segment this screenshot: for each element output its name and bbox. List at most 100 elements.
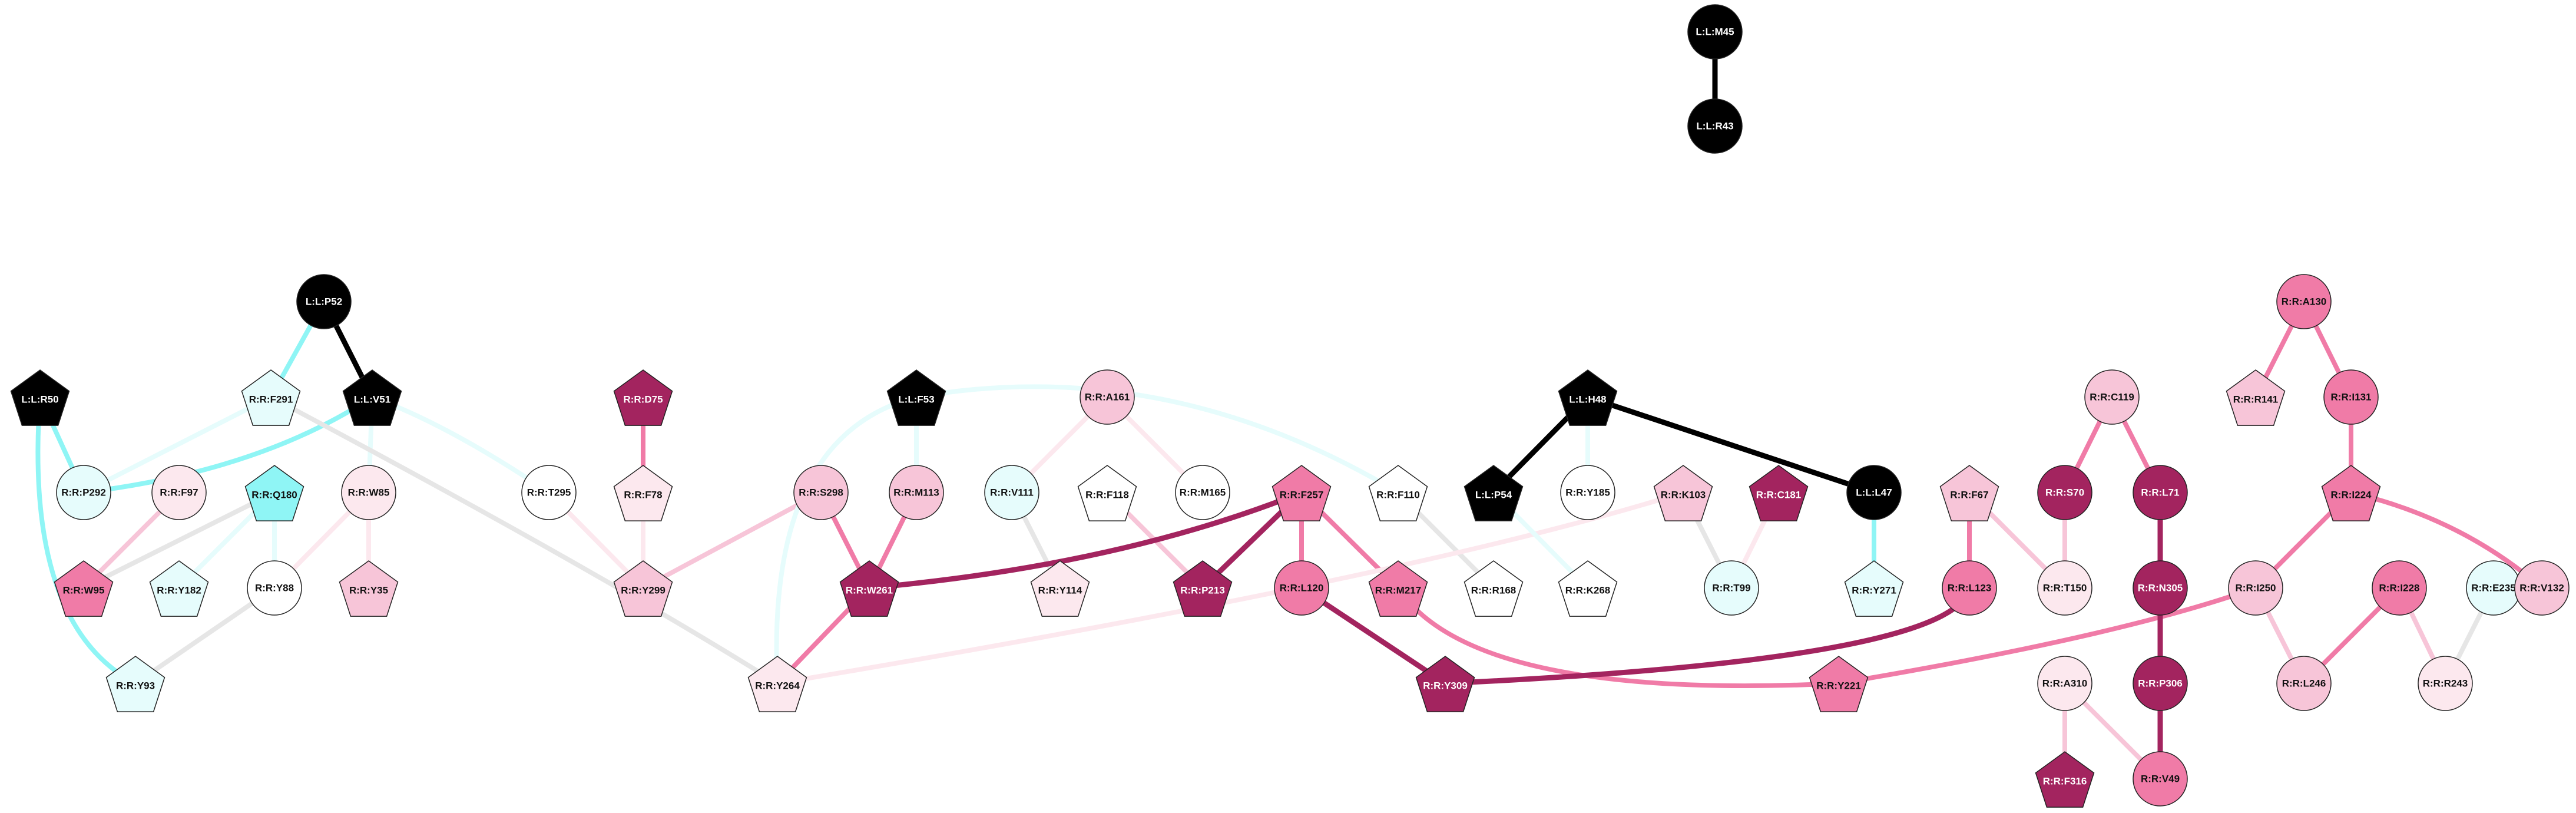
node-label: R:R:P292 (61, 487, 106, 498)
node-r-r-e235[interactable]: R:R:E235 (2466, 560, 2521, 616)
node-l-l-m45[interactable]: L:L:M45 (1687, 4, 1743, 60)
edge-r-r-l120-to-r-r-y309 (1299, 585, 1448, 686)
node-r-r-i228[interactable]: R:R:I228 (2372, 560, 2427, 616)
node-circle-shape (2372, 560, 2427, 616)
node-label: R:R:A130 (2282, 296, 2327, 308)
node-r-r-f67[interactable]: R:R:F67 (1939, 465, 1999, 521)
node-r-r-f118[interactable]: R:R:F118 (1077, 465, 1137, 521)
node-l-l-l47[interactable]: L:L:L47 (1846, 465, 1902, 520)
node-r-r-k103[interactable]: R:R:K103 (1653, 465, 1713, 521)
node-label: L:L:P54 (1475, 490, 1512, 501)
edge-l-l-f53-to-r-r-f110 (914, 384, 1400, 495)
node-circle-shape (2323, 369, 2379, 425)
node-l-l-v51[interactable]: L:L:V51 (342, 369, 402, 426)
node-label: R:R:V49 (2141, 774, 2180, 785)
node-l-l-p52[interactable]: L:L:P52 (296, 274, 352, 329)
node-r-r-c181[interactable]: R:R:C181 (1749, 465, 1809, 521)
node-r-r-w261[interactable]: R:R:W261 (839, 560, 899, 617)
node-r-r-r168[interactable]: R:R:R168 (1464, 560, 1524, 617)
node-r-r-k268[interactable]: R:R:K268 (1558, 560, 1618, 617)
node-r-r-l120[interactable]: R:R:L120 (1274, 560, 1329, 616)
node-r-r-r141[interactable]: R:R:R141 (2226, 369, 2286, 426)
node-r-r-m165[interactable]: R:R:M165 (1175, 465, 1230, 520)
node-r-r-f97[interactable]: R:R:F97 (151, 465, 207, 520)
node-circle-shape (1687, 4, 1743, 60)
node-pentagon-shape (2035, 751, 2095, 808)
node-r-r-y185[interactable]: R:R:Y185 (1560, 465, 1615, 520)
node-r-r-p292[interactable]: R:R:P292 (56, 465, 111, 520)
node-r-r-t150[interactable]: R:R:T150 (2037, 560, 2092, 616)
node-pentagon-shape (2321, 465, 2381, 521)
node-r-r-i250[interactable]: R:R:I250 (2228, 560, 2283, 616)
node-r-r-l71[interactable]: R:R:L71 (2133, 465, 2188, 520)
node-r-r-p213[interactable]: R:R:P213 (1173, 560, 1233, 617)
node-l-l-r43[interactable]: L:L:R43 (1687, 98, 1743, 154)
node-r-r-a130[interactable]: R:R:A130 (2276, 274, 2332, 329)
node-r-r-w95[interactable]: R:R:W95 (54, 560, 114, 617)
node-r-r-v132[interactable]: R:R:V132 (2514, 560, 2570, 616)
node-pentagon-shape (342, 369, 402, 426)
node-r-r-y93[interactable]: R:R:Y93 (105, 656, 165, 712)
node-r-r-y309[interactable]: R:R:Y309 (1415, 656, 1475, 712)
node-pentagon-shape (2226, 369, 2286, 426)
node-circle-shape (151, 465, 207, 520)
node-label: R:R:Y35 (349, 585, 388, 596)
node-r-r-l123[interactable]: R:R:L123 (1942, 560, 1997, 616)
node-r-r-a310[interactable]: R:R:A310 (2037, 656, 2092, 711)
node-l-l-p54[interactable]: L:L:P54 (1464, 465, 1524, 521)
node-l-l-r50[interactable]: L:L:R50 (10, 369, 70, 426)
node-r-r-m217[interactable]: R:R:M217 (1368, 560, 1428, 617)
node-r-r-y35[interactable]: R:R:Y35 (339, 560, 399, 617)
edge-l-l-v51-to-r-r-t295 (370, 395, 551, 495)
node-label: R:R:I250 (2236, 583, 2276, 594)
node-l-l-h48[interactable]: L:L:H48 (1558, 369, 1618, 426)
node-pentagon-shape (1653, 465, 1713, 521)
node-label: R:R:F97 (160, 487, 198, 498)
node-r-r-q180[interactable]: R:R:Q180 (244, 465, 304, 521)
node-r-r-y271[interactable]: R:R:Y271 (1844, 560, 1904, 617)
node-r-r-i224[interactable]: R:R:I224 (2321, 465, 2381, 521)
node-label: L:L:R50 (21, 394, 58, 405)
node-pentagon-shape (613, 465, 673, 521)
node-r-r-a161[interactable]: R:R:A161 (1080, 369, 1135, 425)
node-r-r-y264[interactable]: R:R:Y264 (747, 656, 807, 712)
edge-r-r-i224-to-r-r-v132 (2349, 490, 2544, 590)
node-r-r-y299[interactable]: R:R:Y299 (613, 560, 673, 617)
node-r-r-r243[interactable]: R:R:R243 (2418, 656, 2473, 711)
node-r-r-n305[interactable]: R:R:N305 (2133, 560, 2188, 616)
node-r-r-v111[interactable]: R:R:V111 (984, 465, 1039, 520)
node-r-r-f78[interactable]: R:R:F78 (613, 465, 673, 521)
node-r-r-y221[interactable]: R:R:Y221 (1809, 656, 1869, 712)
node-r-r-v49[interactable]: R:R:V49 (2133, 751, 2188, 807)
node-r-r-l246[interactable]: R:R:L246 (2276, 656, 2332, 711)
node-r-r-f291[interactable]: R:R:F291 (241, 369, 301, 426)
node-r-r-i131[interactable]: R:R:I131 (2323, 369, 2379, 425)
node-circle-shape (984, 465, 1039, 520)
node-r-r-t99[interactable]: R:R:T99 (1704, 560, 1759, 616)
node-pentagon-shape (1939, 465, 1999, 521)
node-r-r-m113[interactable]: R:R:M113 (889, 465, 944, 520)
node-r-r-f110[interactable]: R:R:F110 (1368, 465, 1428, 521)
node-r-r-p306[interactable]: R:R:P306 (2133, 656, 2188, 711)
node-label: R:R:P306 (2138, 678, 2183, 689)
node-r-r-s298[interactable]: R:R:S298 (793, 465, 849, 520)
node-label: R:R:M217 (1375, 585, 1421, 596)
node-label: R:R:I131 (2331, 392, 2372, 403)
node-r-r-w85[interactable]: R:R:W85 (341, 465, 396, 520)
node-r-r-y114[interactable]: R:R:Y114 (1030, 560, 1090, 617)
node-r-r-s70[interactable]: R:R:S70 (2037, 465, 2092, 520)
node-r-r-f316[interactable]: R:R:F316 (2035, 751, 2095, 808)
node-r-r-d75[interactable]: R:R:D75 (613, 369, 673, 426)
node-l-l-f53[interactable]: L:L:F53 (886, 369, 946, 426)
node-r-r-y182[interactable]: R:R:Y182 (149, 560, 209, 617)
node-pentagon-shape (149, 560, 209, 617)
node-r-r-y88[interactable]: R:R:Y88 (247, 560, 302, 616)
edge-r-r-s298-to-r-r-y299 (641, 490, 823, 590)
node-label: R:R:L123 (1948, 583, 1992, 594)
node-r-r-c119[interactable]: R:R:C119 (2084, 369, 2140, 425)
node-r-r-t295[interactable]: R:R:T295 (521, 465, 577, 520)
node-pentagon-shape (105, 656, 165, 712)
edge-l-l-h48-to-l-l-l47 (1585, 394, 1877, 495)
node-r-r-f257[interactable]: R:R:F257 (1272, 465, 1332, 521)
